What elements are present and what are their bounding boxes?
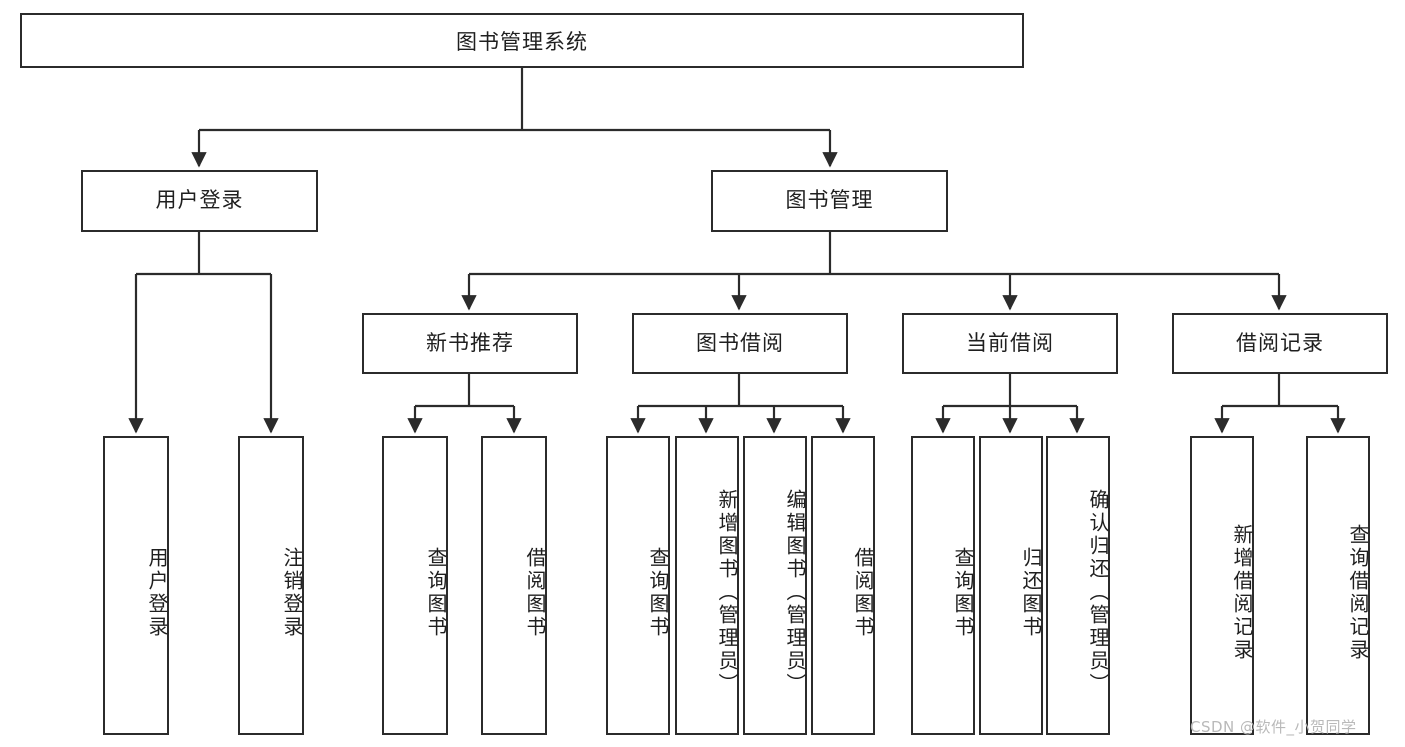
leaf-label: 确认归还（管理员） (1086, 489, 1110, 696)
node-borrow-record[interactable]: 借阅记录 (1172, 313, 1388, 374)
node-book-borrow[interactable]: 图书借阅 (632, 313, 848, 374)
leaf-borrow-add-book-admin[interactable]: 新增图书（管理员） (675, 436, 739, 735)
node-book-borrow-label: 图书借阅 (696, 330, 784, 355)
node-new-book-recommend[interactable]: 新书推荐 (362, 313, 578, 374)
leaf-label: 查询图书 (646, 546, 670, 639)
leaf-label: 归还图书 (1019, 546, 1043, 639)
leaf-borrow-edit-book-admin[interactable]: 编辑图书（管理员） (743, 436, 807, 735)
node-borrow-record-label: 借阅记录 (1236, 330, 1324, 355)
leaf-borrow-borrow-book[interactable]: 借阅图书 (811, 436, 875, 735)
node-user-login-label: 用户登录 (155, 188, 244, 213)
csdn-watermark: CSDN @软件_小贺同学 (1190, 718, 1357, 736)
leaf-label: 新增图书（管理员） (715, 489, 739, 696)
leaf-label: 查询借阅记录 (1346, 523, 1370, 662)
leaf-label: 注销登录 (280, 546, 304, 639)
leaf-user-login-logout[interactable]: 注销登录 (238, 436, 304, 735)
leaf-record-add-record[interactable]: 新增借阅记录 (1190, 436, 1254, 735)
node-new-book-recommend-label: 新书推荐 (426, 330, 514, 355)
node-book-management[interactable]: 图书管理 (711, 170, 948, 232)
leaf-label: 借阅图书 (523, 546, 547, 639)
leaf-label: 查询图书 (951, 546, 975, 639)
node-current-borrow[interactable]: 当前借阅 (902, 313, 1118, 374)
node-root-system[interactable]: 图书管理系统 (20, 13, 1024, 68)
node-book-management-label: 图书管理 (785, 188, 874, 213)
node-current-borrow-label: 当前借阅 (966, 330, 1054, 355)
leaf-borrow-query-book[interactable]: 查询图书 (606, 436, 670, 735)
leaf-label: 借阅图书 (851, 546, 875, 639)
leaf-new-book-borrow[interactable]: 借阅图书 (481, 436, 547, 735)
node-root-label: 图书管理系统 (456, 29, 588, 54)
leaf-current-return-book[interactable]: 归还图书 (979, 436, 1043, 735)
leaf-current-query-book[interactable]: 查询图书 (911, 436, 975, 735)
leaf-label: 用户登录 (145, 546, 169, 639)
leaf-label: 新增借阅记录 (1230, 523, 1254, 662)
node-user-login[interactable]: 用户登录 (81, 170, 318, 232)
leaf-user-login-login[interactable]: 用户登录 (103, 436, 169, 735)
leaf-new-book-query[interactable]: 查询图书 (382, 436, 448, 735)
leaf-current-confirm-return-admin[interactable]: 确认归还（管理员） (1046, 436, 1110, 735)
leaf-label: 编辑图书（管理员） (783, 489, 807, 696)
leaf-record-query-record[interactable]: 查询借阅记录 (1306, 436, 1370, 735)
leaf-label: 查询图书 (424, 546, 448, 639)
